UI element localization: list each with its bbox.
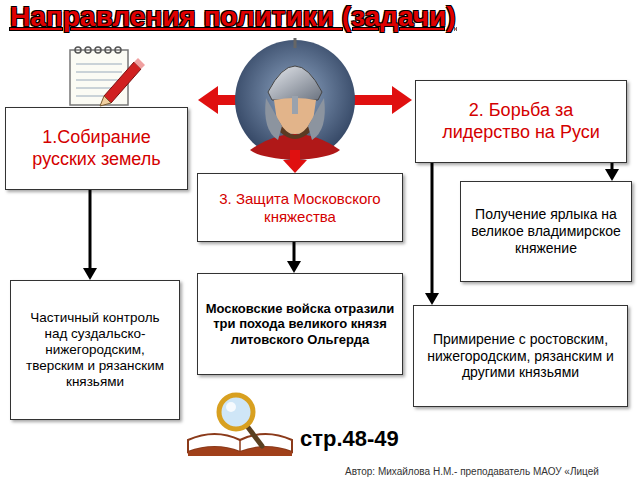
arrow-head bbox=[605, 169, 619, 181]
box-text: Получение ярлыка на великое владимирское… bbox=[468, 206, 624, 256]
topic-box: Получение ярлыка на великое владимирское… bbox=[460, 181, 632, 282]
arrow-head bbox=[425, 293, 439, 305]
author-note: Автор: Михайлова Н.М.- преподаватель МАО… bbox=[345, 466, 599, 477]
arrow-head bbox=[287, 261, 301, 273]
arrow-head bbox=[83, 268, 97, 280]
topic-box: Московские войска отразили три похода ве… bbox=[197, 273, 403, 375]
box-text: 2. Борьба за лидерство на Руси bbox=[423, 100, 619, 143]
connector-line bbox=[293, 242, 296, 262]
connector-arrow bbox=[605, 163, 619, 181]
box-text: Московские войска отразили три похода ве… bbox=[205, 301, 395, 348]
box-text: Примирение с ростовским, нижегородским, … bbox=[421, 331, 620, 381]
topic-box: 2. Борьба за лидерство на Руси bbox=[415, 80, 627, 163]
box-text: 1.Собирание русских земель bbox=[13, 127, 180, 170]
topic-box: Частичный контроль над суздальско-нижего… bbox=[10, 280, 180, 420]
topic-box: 1.Собирание русских земель bbox=[5, 107, 188, 190]
connector-arrow bbox=[425, 163, 439, 305]
down-arrow bbox=[283, 150, 307, 173]
connector-arrow bbox=[287, 242, 301, 273]
connector-line bbox=[611, 163, 614, 170]
box-text: Частичный контроль над суздальско-нижего… bbox=[18, 310, 172, 391]
slide-title: Направления политики (задачи) bbox=[10, 1, 456, 33]
topic-box: 3. Защита Московского княжества bbox=[197, 173, 403, 242]
notepad-icon bbox=[70, 47, 145, 106]
page-reference: стр.48-49 bbox=[300, 426, 399, 452]
connector-arrow bbox=[83, 190, 97, 280]
connector-line bbox=[89, 190, 92, 269]
prince-portrait bbox=[235, 38, 355, 160]
box-text: 3. Защита Московского княжества bbox=[205, 190, 395, 226]
topic-box: Примирение с ростовским, нижегородским, … bbox=[413, 305, 628, 407]
connector-line bbox=[431, 163, 434, 294]
book-magnifier-icon bbox=[188, 395, 292, 456]
